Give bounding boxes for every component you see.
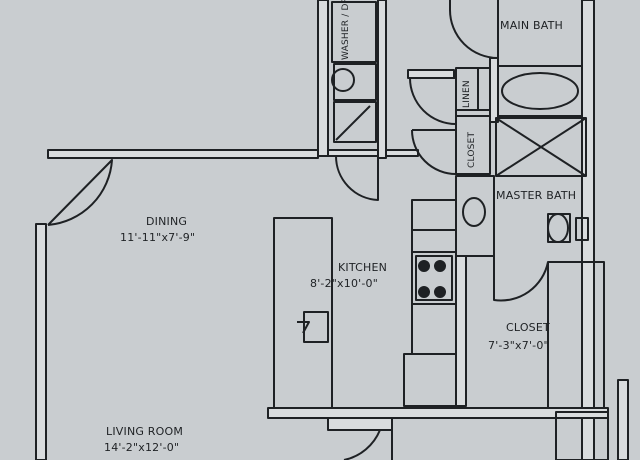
room-label-closet: CLOSET	[506, 321, 550, 334]
kitchen-counters	[403, 199, 457, 407]
room-label-living-room: LIVING ROOM	[106, 425, 184, 438]
dining-door-swing	[47, 159, 113, 226]
linen-door-swing	[409, 77, 457, 125]
room-label-linen: LINEN	[462, 80, 472, 108]
left-exterior-wall	[35, 223, 47, 460]
small-closet-door-swing	[411, 129, 457, 175]
room-label-main-bath: MAIN BATH	[500, 19, 563, 32]
room-size-kitchen: 8'-2"x10'-0"	[310, 277, 379, 290]
laundry-left-wall	[317, 0, 329, 157]
room-size-closet: 7'-3"x7'-0"	[488, 339, 549, 352]
bathtub	[497, 65, 583, 117]
laundry-door-swing	[334, 155, 379, 201]
laundry-right-wall	[377, 0, 387, 159]
room-size-dining: 11'-11"x7'-9"	[120, 231, 196, 244]
room-label-small-closet: CLOSET	[467, 131, 477, 168]
room-label-kitchen: KITCHEN	[338, 261, 388, 274]
kitchen-island	[273, 217, 333, 409]
bottom-walls	[267, 379, 629, 460]
stove	[415, 255, 453, 301]
room-label-master-bath: MASTER BATH	[496, 189, 577, 202]
master-bath-fixtures	[455, 175, 589, 257]
room-label-dining: DINING	[146, 215, 188, 228]
washer-dryer	[331, 1, 377, 143]
room-label-washer-dryer: WASHER / DRY	[341, 0, 351, 60]
room-size-living-room: 14'-2"x12'-0"	[104, 441, 180, 454]
shower	[495, 117, 587, 177]
dining-top-wall	[47, 149, 419, 159]
